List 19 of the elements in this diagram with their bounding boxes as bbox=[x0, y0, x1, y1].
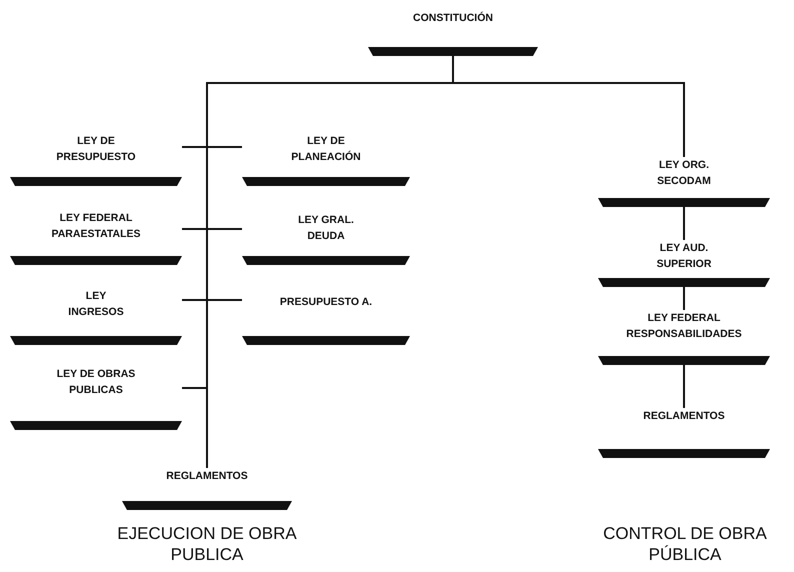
law-title: REGLAMENTOS bbox=[165, 469, 249, 484]
law-title: LEY GRAL. DEUDA bbox=[297, 213, 355, 244]
law-title: LEY DE OBRAS PUBLICAS bbox=[56, 367, 136, 398]
connector-line bbox=[683, 365, 685, 408]
law-title: LEY FEDERAL PARAESTATALES bbox=[50, 211, 142, 242]
law-title: REGLAMENTOS bbox=[642, 409, 726, 424]
connector-line bbox=[683, 207, 685, 240]
law-title: LEY ORG. SECODAM bbox=[656, 158, 712, 189]
law-title: LEY DE PRESUPUESTO bbox=[55, 134, 137, 165]
law-title: LEY INGRESOS bbox=[67, 289, 125, 320]
connector-line bbox=[683, 287, 685, 310]
law-title: LEY FEDERAL RESPONSABILIDADES bbox=[625, 311, 743, 342]
law-title: LEY AUD. SUPERIOR bbox=[656, 241, 712, 272]
section-title: EJECUCION DE OBRA PUBLICA bbox=[116, 523, 298, 565]
law-title: LEY DE PLANEACIÓN bbox=[290, 134, 362, 165]
law-title: PRESUPUESTO A. bbox=[278, 295, 374, 310]
law-title: CONSTITUCIÓN bbox=[412, 10, 494, 26]
section-title: CONTROL DE OBRA PÚBLICA bbox=[602, 523, 768, 565]
connector-line bbox=[452, 56, 685, 157]
